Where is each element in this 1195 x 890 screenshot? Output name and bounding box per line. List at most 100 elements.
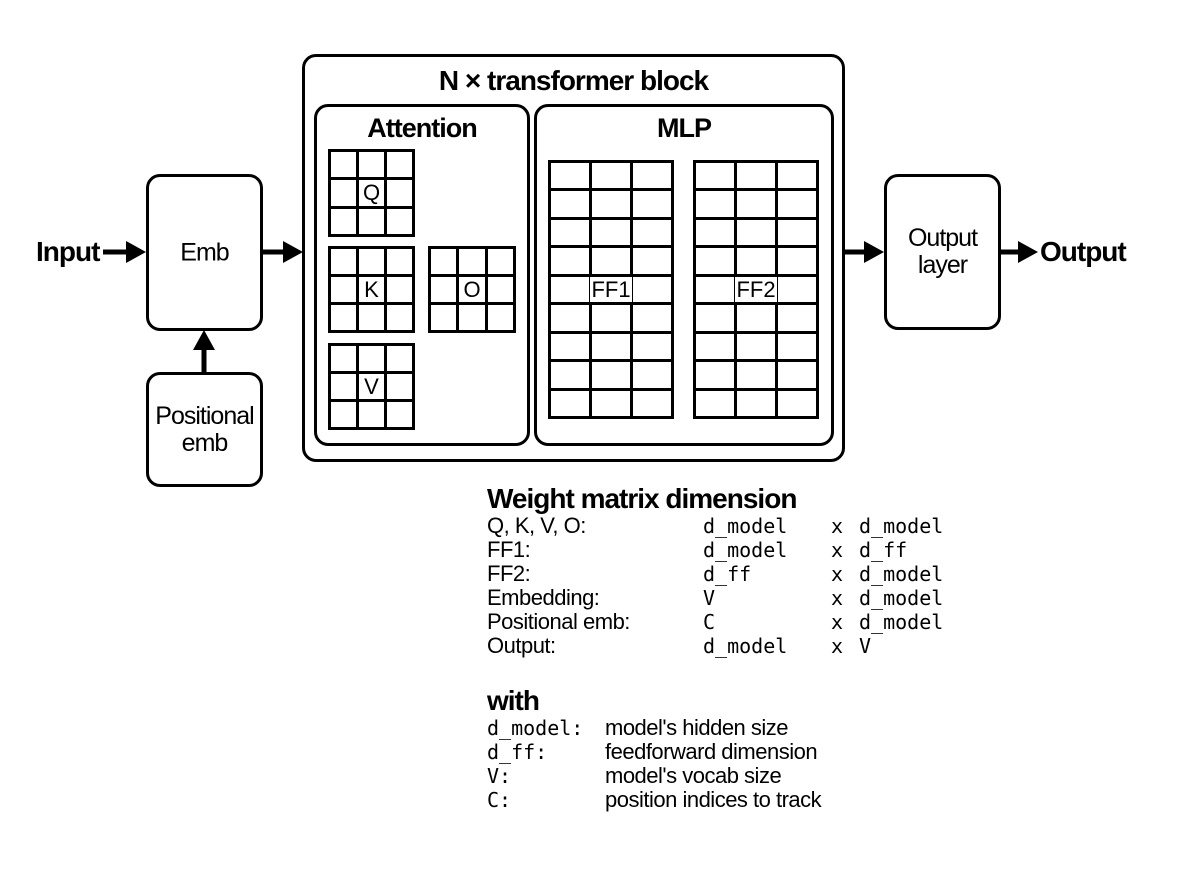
matrix-cell [633,163,671,189]
matrix-cell [592,305,630,331]
with-row-symbol: d_ff: [487,740,548,764]
matrix-cell [551,219,589,246]
matrix-cell [387,277,412,302]
with-row-symbol: V: [487,764,512,788]
matrix-cell [551,390,589,416]
matrix-cell [359,208,384,234]
matrix-cell [633,219,671,246]
matrix-cell [778,390,816,416]
matrix-cell [778,362,816,388]
matrix-cell [633,305,671,331]
legend-row-name: FF2: [487,561,531,586]
matrix-cell [431,249,457,274]
legend-row-dim2: V [859,634,872,658]
legend-row-times: x [831,634,844,658]
mlp-title: MLP [657,113,712,143]
matrix-cell [737,390,775,416]
matrix-cell [592,219,630,246]
matrix-cell [551,362,589,388]
with-row-meaning: position indices to track [605,787,822,812]
matrix-cell [592,191,630,217]
output-layer-label: Output layer [907,224,978,279]
matrix-cell [331,374,356,399]
matrix-cell [331,180,356,206]
legend-row-name: Q, K, V, O: [487,513,586,538]
with-row: d_model: model's hidden size [487,715,943,740]
matrix-cell [359,277,384,302]
with-row-symbol: d_model: [487,716,584,740]
with-row: d_ff: feedforward dimension [487,739,943,764]
matrix-cell [633,390,671,416]
legend-row-name: Positional emb: [487,609,630,634]
matrix-cell [592,248,630,274]
with-row-meaning: model's vocab size [605,763,782,788]
positional-emb-box: Positional emb [146,372,263,487]
matrix-cell [387,180,412,206]
matrix-cell [778,219,816,246]
weight-dimension-legend: Weight matrix dimension Q, K, V, O:d_mod… [487,484,944,813]
with-row-symbol: C: [487,788,512,812]
legend-row-dim2: d_model [859,610,944,634]
with-title: with [487,685,540,716]
matrix-cell [551,163,589,189]
with-row-meaning: feedforward dimension [605,739,818,764]
transformer-block-title: N × transformer block [438,65,709,96]
matrix-cell [592,333,630,360]
matrix-cell [737,305,775,331]
emb-box: Emb [146,174,263,331]
arrow-emb-to-block [262,241,303,263]
matrix-cell [387,402,412,427]
matrix-cell [359,374,384,399]
legend-row-times: x [831,538,844,562]
matrix-cell [778,163,816,189]
with-row-meaning: model's hidden size [605,715,789,740]
output-layer-box: Output layer [884,174,1001,330]
matrix-cell [778,248,816,274]
legend-row-dim2: d_model [859,586,944,610]
matrix-cell [592,163,630,189]
matrix-cell [778,333,816,360]
matrix-cell [551,305,589,331]
arrow-block-to-output-layer [844,241,884,263]
positional-emb-label: Positional emb [155,401,254,457]
legend-row-dim1: d_ff [703,562,752,586]
matrix-cell [696,191,734,217]
matrix-cell [331,346,356,371]
matrix-cell [696,390,734,416]
matrix-cell [359,402,384,427]
matrix-cell [487,277,513,302]
matrix-cell [592,276,630,303]
matrix-cell [331,249,356,274]
arrow-positional-to-emb [193,330,215,372]
q-matrix: Q [328,149,415,237]
matrix-cell [459,249,485,274]
output-label: Output [1040,236,1127,267]
legend-row-dim2: d_model [859,562,944,586]
matrix-cell [331,305,356,330]
emb-label: Emb [180,238,229,266]
matrix-cell [359,249,384,274]
legend-row-dim1: V [703,586,716,610]
matrix-cell [431,305,457,330]
matrix-cell [633,276,671,303]
legend-row-dim1: d_model [703,514,788,538]
legend-row-dim1: d_model [703,634,788,658]
matrix-cell [633,248,671,274]
legend-row-dim1: C [703,610,716,634]
matrix-cell [387,305,412,330]
matrix-cell [778,305,816,331]
matrix-cell [551,276,589,303]
matrix-cell [551,191,589,217]
legend-row-times: x [831,586,844,610]
matrix-cell [387,346,412,371]
legend-row-dim1: d_model [703,538,788,562]
matrix-cell [551,333,589,360]
matrix-cell [331,152,356,178]
with-rows: d_model: model's hidden size d_ff: feedforw… [487,715,943,812]
matrix-cell [487,249,513,274]
